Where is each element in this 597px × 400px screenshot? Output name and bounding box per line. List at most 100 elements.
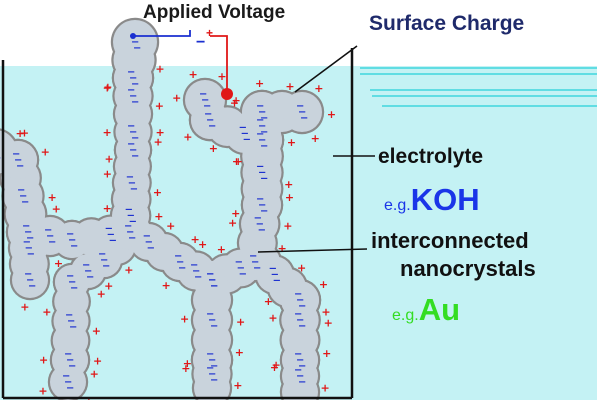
- negative-charge: −: [256, 129, 264, 140]
- negative-charge: −: [143, 231, 151, 242]
- positive-charge: +: [153, 186, 162, 199]
- negative-charge: −: [273, 276, 281, 287]
- positive-charge: +: [284, 178, 293, 191]
- negative-charge: −: [208, 355, 216, 366]
- positive-charge: +: [235, 346, 244, 359]
- terminal-negative-sign: −: [196, 34, 205, 51]
- positive-charge: +: [15, 127, 24, 140]
- negative-charge: −: [204, 109, 212, 120]
- negative-charge: −: [17, 185, 25, 196]
- negative-charge: −: [208, 121, 216, 132]
- negative-charge: −: [206, 115, 214, 126]
- negative-charge: −: [130, 184, 138, 195]
- negative-charge: −: [70, 241, 78, 252]
- negative-charge: −: [22, 221, 30, 232]
- koh-eg-prefix: e.g.: [384, 197, 411, 214]
- negative-charge: −: [210, 281, 218, 292]
- negative-charge: −: [208, 315, 216, 326]
- negative-charge: −: [237, 263, 245, 274]
- negative-charge: −: [102, 261, 110, 272]
- positive-charge: +: [103, 80, 112, 93]
- negative-charge: −: [253, 263, 261, 274]
- negative-charge: −: [194, 272, 202, 283]
- negative-charge: −: [206, 269, 214, 280]
- negative-charge: −: [201, 95, 209, 106]
- positive-charge: +: [42, 305, 51, 318]
- electrolyte-surface-ripples: [360, 67, 597, 107]
- positive-charge: +: [104, 280, 113, 293]
- positive-charge: +: [39, 353, 48, 366]
- positive-charge: +: [232, 94, 241, 107]
- negative-charge: −: [127, 67, 135, 78]
- positive-charge: +: [322, 347, 331, 360]
- negative-charge: −: [16, 161, 24, 172]
- negative-charge: −: [203, 101, 211, 112]
- negative-charge: −: [294, 365, 302, 376]
- positive-charge: +: [287, 136, 296, 149]
- positive-charge: +: [320, 381, 329, 394]
- negative-charge: −: [66, 383, 74, 394]
- positive-charge: +: [285, 191, 294, 204]
- positive-charge: +: [47, 191, 56, 204]
- positive-charge: +: [105, 153, 114, 166]
- negative-charge: −: [256, 219, 264, 230]
- negative-charge: −: [127, 139, 135, 150]
- positive-charge: +: [209, 142, 218, 155]
- negative-charge: −: [125, 205, 133, 216]
- positive-charge: +: [278, 242, 287, 255]
- applied-voltage-circuit: [133, 30, 228, 92]
- negative-charge: −: [298, 301, 306, 312]
- positive-charge: +: [155, 100, 164, 113]
- negative-charge: −: [208, 275, 216, 286]
- negative-charge: −: [131, 37, 139, 48]
- leader-lines: [257, 45, 375, 253]
- beaker: [1, 48, 354, 400]
- negative-charge: −: [174, 251, 182, 262]
- negative-charge: −: [239, 269, 247, 280]
- negative-charge: −: [176, 257, 184, 268]
- positive-charge: +: [198, 238, 207, 251]
- negative-charge: −: [66, 355, 74, 366]
- negative-charge: −: [190, 260, 198, 271]
- negative-charge: −: [199, 89, 207, 100]
- negative-charge: −: [300, 113, 308, 124]
- negative-charge: −: [48, 237, 56, 248]
- positive-charge: +: [103, 126, 112, 139]
- positive-charge: +: [92, 325, 101, 338]
- positive-charge: +: [155, 126, 164, 139]
- negative-charge: −: [28, 281, 36, 292]
- nanocrystal-bead: [194, 370, 230, 400]
- positive-charge: +: [20, 300, 29, 313]
- negative-charge: −: [126, 172, 134, 183]
- positive-charge: +: [172, 92, 181, 105]
- negative-charge: −: [249, 251, 257, 262]
- negative-charge: −: [243, 134, 251, 145]
- negative-charge: −: [128, 178, 136, 189]
- positive-charge: +: [97, 288, 106, 301]
- negative-charge: −: [105, 224, 113, 235]
- negative-charge: −: [70, 283, 78, 294]
- positive-charge: +: [311, 132, 320, 145]
- negative-charge: −: [210, 321, 218, 332]
- au-label: Au: [418, 292, 461, 327]
- negative-charge: −: [145, 237, 153, 248]
- negative-charge: −: [258, 121, 266, 132]
- positive-charge: +: [217, 70, 226, 83]
- negative-charge: −: [208, 275, 216, 286]
- applied-voltage-label: Applied Voltage: [143, 2, 286, 23]
- negative-charge: −: [192, 266, 200, 277]
- negative-charge: −: [86, 272, 94, 283]
- negative-charge: −: [64, 349, 72, 360]
- positive-charge: +: [183, 357, 192, 370]
- negative-charge: −: [269, 264, 277, 275]
- negative-charge: −: [260, 127, 268, 138]
- negative-charge: −: [44, 225, 52, 236]
- negative-charge: −: [296, 315, 304, 326]
- au-example: e.g.Au: [392, 292, 460, 328]
- electrolyte-label: electrolyte: [378, 145, 484, 168]
- negative-charge: −: [206, 269, 214, 280]
- positive-charge: +: [181, 362, 190, 375]
- negative-charge: −: [298, 107, 306, 118]
- negative-charge: −: [23, 237, 31, 248]
- positive-charge: +: [41, 145, 50, 158]
